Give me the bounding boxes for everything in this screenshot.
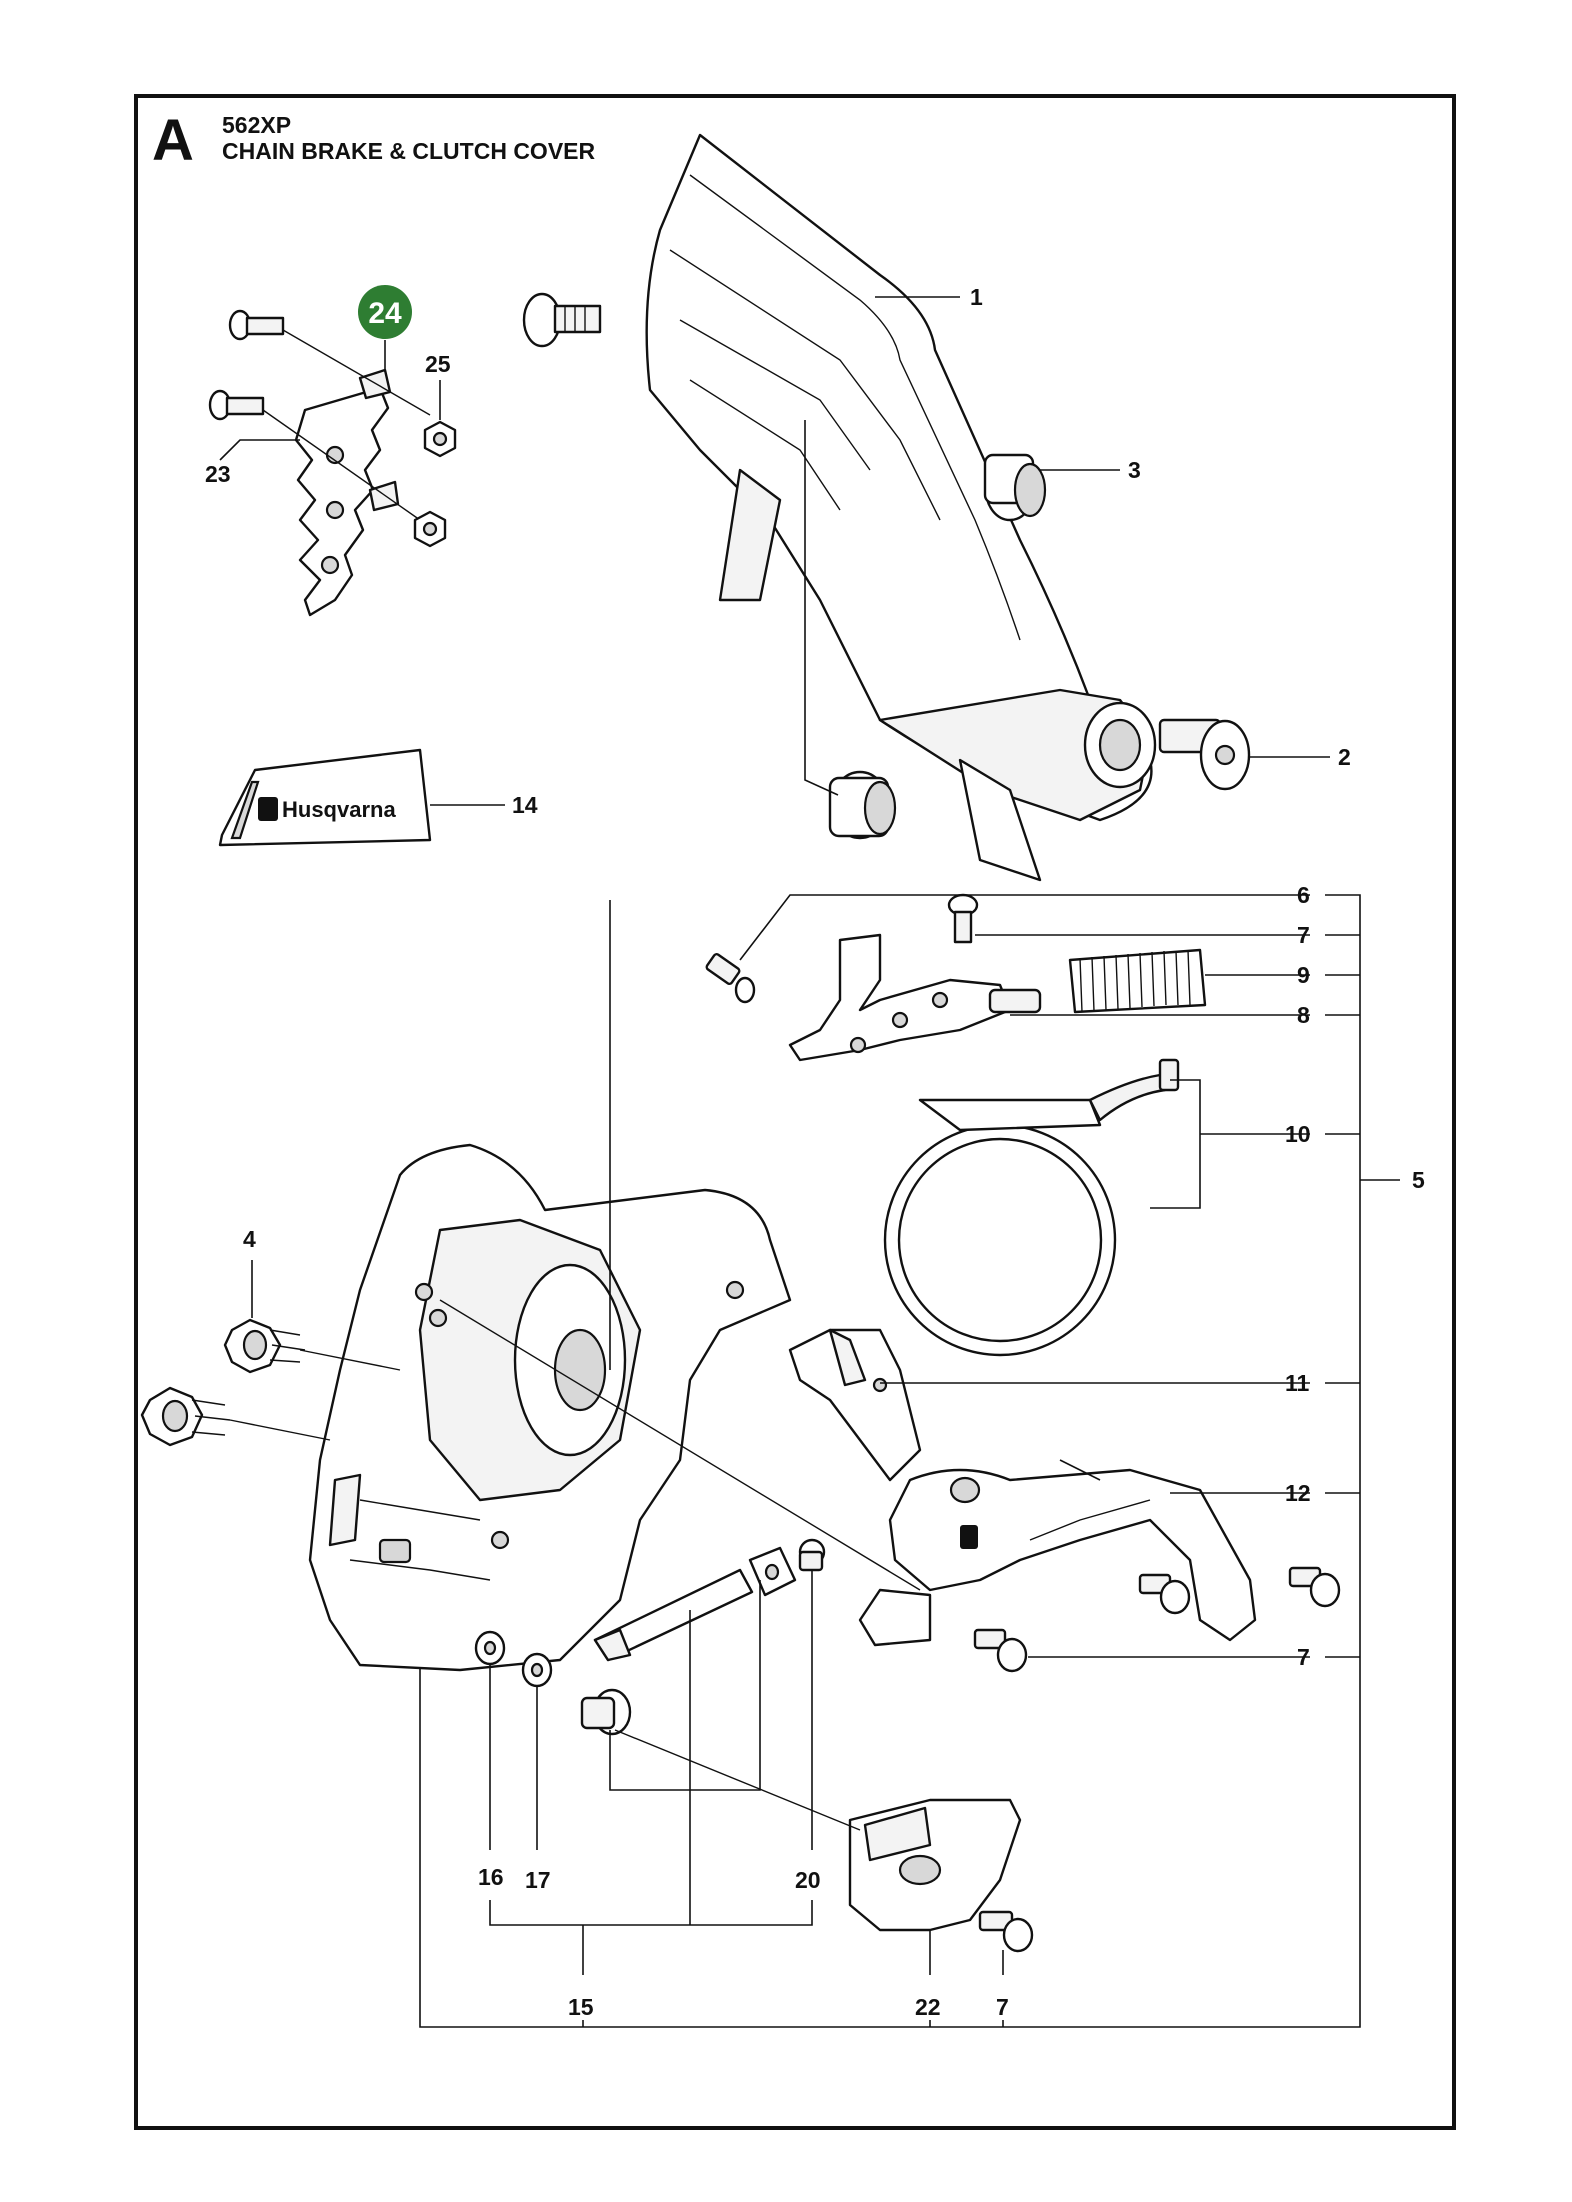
callout-9: 9 — [1297, 962, 1310, 988]
part-10-brake-band[interactable] — [883, 1058, 1180, 1357]
lever-screw-mid — [1138, 1573, 1191, 1615]
part-24-bumper-spike[interactable] — [294, 368, 400, 617]
part-1-hand-guard[interactable] — [645, 133, 1157, 882]
model-number: 562XP — [222, 112, 292, 138]
part-7-screw-top[interactable] — [947, 893, 979, 944]
decal-brand-text: Husqvarna — [282, 797, 396, 822]
part-7-screw-plate[interactable] — [978, 1910, 1034, 1953]
part-25-nut-lower — [413, 510, 447, 548]
callout-25: 25 — [425, 351, 451, 377]
lever-screw-right — [1288, 1566, 1341, 1608]
part-23-screw-lower[interactable] — [208, 389, 265, 421]
diagram-frame — [134, 94, 1456, 2130]
callout-17: 17 — [525, 1867, 551, 1893]
part-3-bushing[interactable] — [983, 453, 1047, 522]
part-25-nut-upper[interactable] — [423, 420, 457, 458]
part-14-husqvarna-decal[interactable]: Husqvarna — [218, 748, 432, 847]
callout-2: 2 — [1338, 744, 1351, 770]
part-8-brake-lever[interactable] — [788, 933, 1042, 1062]
callout-7b: 7 — [1297, 1644, 1310, 1670]
husqvarna-logo-icon-lever — [960, 1525, 978, 1549]
tensioner-screw — [593, 1568, 754, 1662]
callout-3: 3 — [1128, 457, 1141, 483]
guard-lower-bushing — [828, 770, 897, 840]
tensioner-gear — [580, 1688, 632, 1736]
callout-6: 6 — [1297, 882, 1310, 908]
part-7-screw-cover[interactable] — [973, 1628, 1028, 1673]
husqvarna-logo-icon — [258, 797, 278, 821]
guard-pivot-screw — [522, 292, 602, 348]
callout-20: 20 — [795, 1867, 821, 1893]
part-20-tensioner-pin[interactable] — [798, 1538, 826, 1572]
badge-24-label: 24 — [368, 297, 402, 330]
part-6-pin[interactable] — [705, 953, 756, 1004]
callout-16: 16 — [478, 1864, 504, 1890]
callout-7c: 7 — [996, 1994, 1009, 2020]
clutch-cover-housing — [308, 1143, 792, 1672]
part-24-badge[interactable]: 24 — [358, 285, 412, 339]
callout-23: 23 — [205, 461, 231, 487]
section-letter: A — [152, 108, 194, 173]
assembly-title: CHAIN BRAKE & CLUTCH COVER — [222, 138, 596, 164]
assembly-5-bracket — [419, 894, 1400, 2028]
part-4-nut[interactable] — [223, 1318, 306, 1374]
part-4-nut-second — [140, 1386, 231, 1447]
callout-4: 4 — [243, 1226, 256, 1252]
callout-10: 10 — [1285, 1121, 1311, 1147]
callout-5: 5 — [1412, 1167, 1425, 1193]
part-23-screw-upper — [228, 309, 285, 341]
part-16-washer[interactable] — [474, 1630, 506, 1666]
part-12-lever-arm[interactable] — [858, 1468, 1257, 1647]
callout-22: 22 — [915, 1994, 941, 2020]
part-22-guide-plate[interactable] — [848, 1798, 1022, 1932]
part-2-screw[interactable] — [1158, 718, 1251, 791]
callout-12: 12 — [1285, 1480, 1311, 1506]
callout-15a: 15 — [568, 1994, 594, 2020]
callout-1: 1 — [970, 284, 983, 310]
callout-7a: 7 — [1297, 922, 1310, 948]
callout-8: 8 — [1297, 1002, 1310, 1028]
part-9-spring[interactable] — [1068, 948, 1207, 1014]
part-17-washer[interactable] — [521, 1652, 553, 1688]
tensioner-nut — [748, 1546, 797, 1597]
diagram-title-block: 562XP CHAIN BRAKE & CLUTCH COVER — [222, 112, 595, 164]
callout-11: 11 — [1285, 1370, 1310, 1396]
callout-14: 14 — [512, 792, 538, 818]
part-11-insert[interactable] — [788, 1328, 922, 1482]
